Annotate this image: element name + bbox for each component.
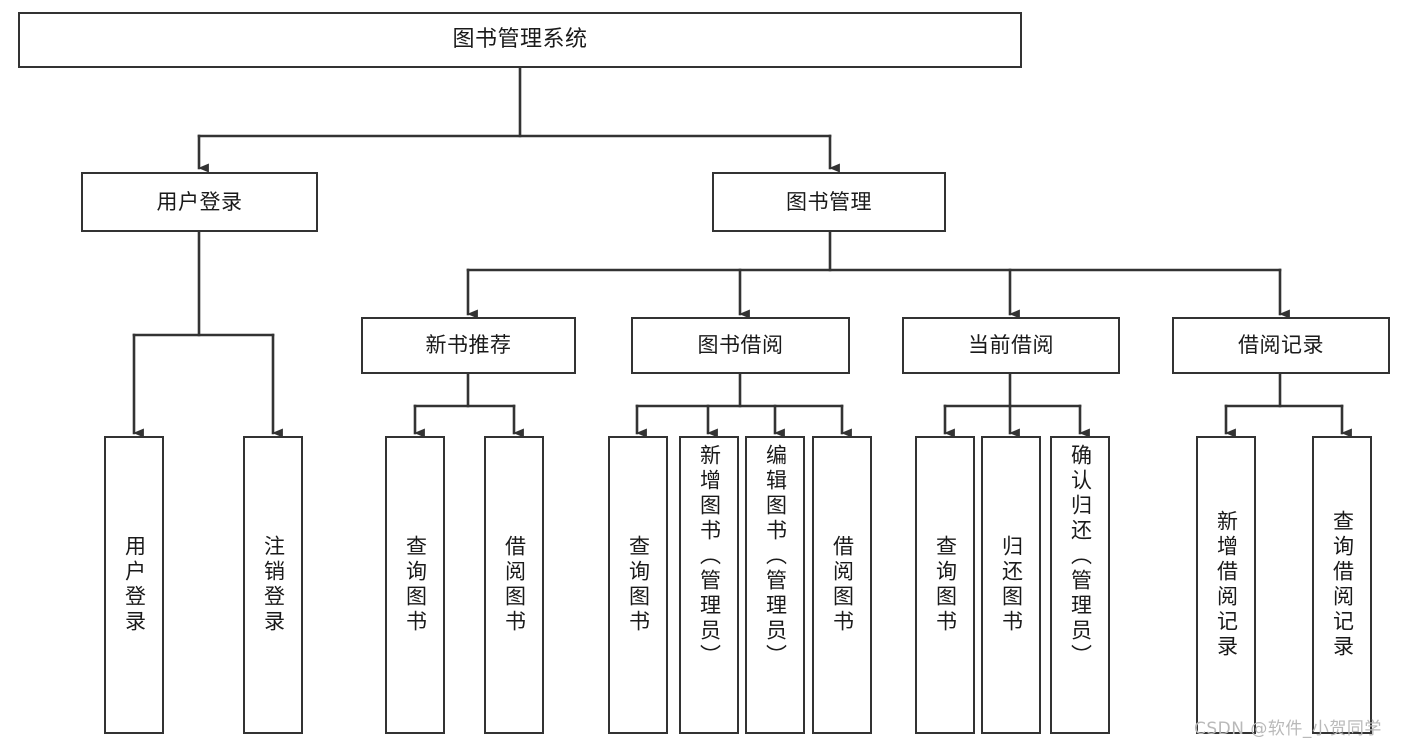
node-label: 用户登录 bbox=[156, 189, 243, 214]
node-book-borrow[interactable]: 图书借阅 bbox=[631, 317, 850, 374]
node-borrow-record[interactable]: 借阅记录 bbox=[1172, 317, 1390, 374]
node-label: 用户登录 bbox=[122, 535, 147, 635]
node-new-book-recommend[interactable]: 新书推荐 bbox=[361, 317, 576, 374]
leaf-bookborrow-add-book-admin[interactable]: 新增图书（管理员） bbox=[679, 436, 739, 734]
node-label: 借阅图书 bbox=[502, 535, 527, 635]
node-book-management[interactable]: 图书管理 bbox=[712, 172, 946, 232]
node-label: 查询图书 bbox=[403, 535, 428, 635]
node-label: 图书管理 bbox=[786, 189, 872, 214]
node-label: 借阅记录 bbox=[1238, 333, 1324, 358]
leaf-currentborrow-query-book[interactable]: 查询图书 bbox=[915, 436, 975, 734]
node-label: 借阅图书 bbox=[830, 535, 855, 635]
csdn-watermark: CSDN @软件_小贺同学 bbox=[1194, 719, 1382, 739]
node-label: 编辑图书（管理员） bbox=[763, 444, 788, 669]
node-label: 归还图书 bbox=[999, 535, 1024, 635]
node-label: 新增借阅记录 bbox=[1214, 510, 1239, 660]
leaf-newbook-borrow-book[interactable]: 借阅图书 bbox=[484, 436, 544, 734]
node-label: 当前借阅 bbox=[968, 333, 1054, 358]
leaf-bookborrow-borrow-book[interactable]: 借阅图书 bbox=[812, 436, 872, 734]
leaf-currentborrow-return-book[interactable]: 归还图书 bbox=[981, 436, 1041, 734]
leaf-bookborrow-query-book[interactable]: 查询图书 bbox=[608, 436, 668, 734]
node-label: 查询借阅记录 bbox=[1330, 510, 1355, 660]
node-current-borrow[interactable]: 当前借阅 bbox=[902, 317, 1120, 374]
node-label: 图书管理系统 bbox=[452, 27, 588, 53]
node-label: 确认归还（管理员） bbox=[1068, 444, 1093, 669]
node-label: 新书推荐 bbox=[425, 333, 512, 358]
leaf-logout[interactable]: 注销登录 bbox=[243, 436, 303, 734]
leaf-borrowrecord-add-record[interactable]: 新增借阅记录 bbox=[1196, 436, 1256, 734]
leaf-currentborrow-confirm-return-admin[interactable]: 确认归还（管理员） bbox=[1050, 436, 1110, 734]
node-label: 查询图书 bbox=[626, 535, 651, 635]
node-label: 注销登录 bbox=[261, 535, 286, 635]
node-label: 查询图书 bbox=[933, 535, 958, 635]
node-user-login[interactable]: 用户登录 bbox=[81, 172, 318, 232]
node-label: 新增图书（管理员） bbox=[697, 444, 722, 669]
leaf-user-login[interactable]: 用户登录 bbox=[104, 436, 164, 734]
leaf-borrowrecord-query-record[interactable]: 查询借阅记录 bbox=[1312, 436, 1372, 734]
node-root-library-system[interactable]: 图书管理系统 bbox=[18, 12, 1022, 68]
leaf-bookborrow-edit-book-admin[interactable]: 编辑图书（管理员） bbox=[745, 436, 805, 734]
node-label: 图书借阅 bbox=[697, 333, 784, 358]
leaf-newbook-query-book[interactable]: 查询图书 bbox=[385, 436, 445, 734]
